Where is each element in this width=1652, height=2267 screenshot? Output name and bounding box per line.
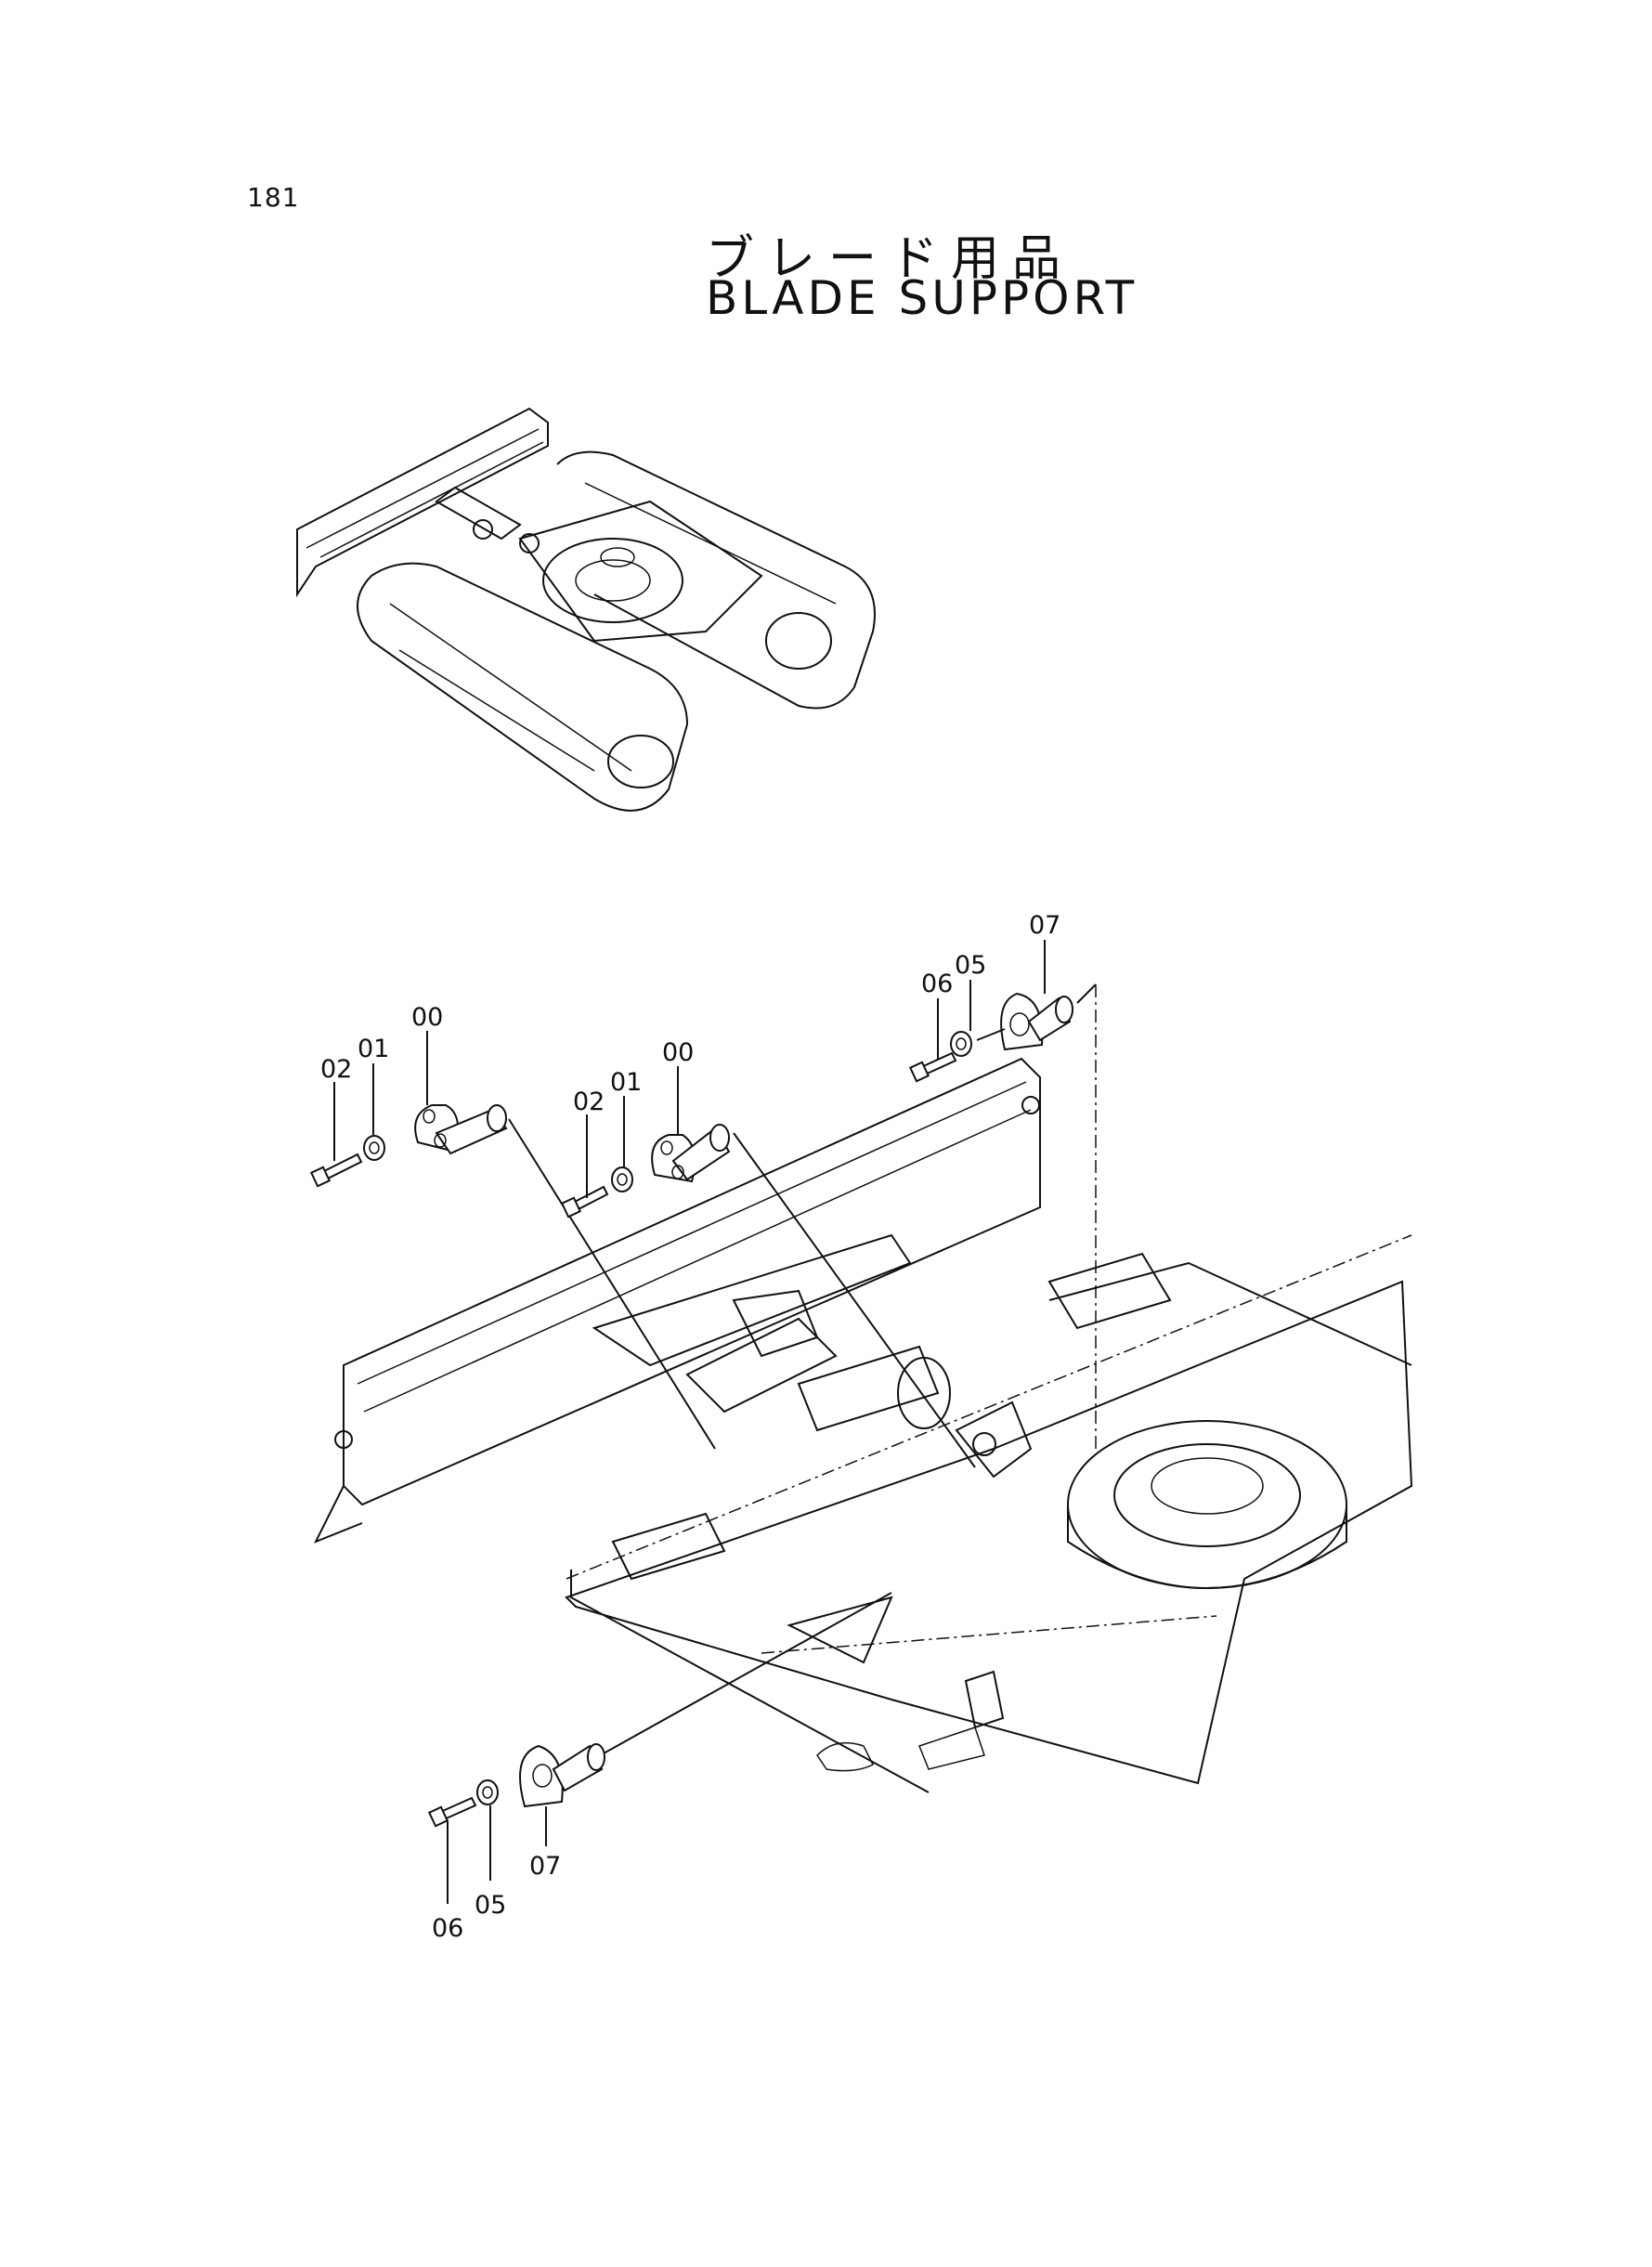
callout-00-middle: 00 bbox=[662, 1038, 694, 1067]
bolt-02-middle bbox=[560, 1185, 609, 1218]
title-japanese: ブレード用品 bbox=[706, 231, 1074, 287]
bolt-02-left bbox=[309, 1153, 363, 1188]
callout-02-middle: 02 bbox=[573, 1088, 605, 1116]
part-group-left: 02 01 00 bbox=[309, 1003, 716, 1450]
callout-06-top: 06 bbox=[921, 970, 953, 998]
overview-undercarriage-drawing bbox=[296, 407, 876, 812]
pin-07-top bbox=[1000, 992, 1073, 1051]
callout-00-left: 00 bbox=[411, 1003, 443, 1032]
callout-07-bottom: 07 bbox=[529, 1852, 561, 1881]
callout-01-left: 01 bbox=[358, 1035, 389, 1063]
washer-05-bottom bbox=[476, 1779, 499, 1805]
blade-assembly-drawing bbox=[313, 1057, 1413, 1793]
part-group-middle: 02 01 00 bbox=[560, 1038, 976, 1468]
callout-01-middle: 01 bbox=[610, 1068, 642, 1097]
washer-01-middle bbox=[611, 1166, 633, 1192]
part-group-top-right: 06 05 07 bbox=[908, 911, 1097, 1449]
pin-00-middle bbox=[651, 1124, 731, 1183]
bolt-06-top bbox=[908, 1051, 957, 1083]
washer-01-left bbox=[363, 1135, 385, 1161]
page-number: 181 bbox=[247, 182, 300, 213]
callout-05-top: 05 bbox=[955, 951, 986, 980]
part-group-bottom: 06 05 07 bbox=[427, 1592, 892, 1943]
pin-07-bottom bbox=[519, 1743, 605, 1808]
bolt-06-bottom bbox=[427, 1796, 477, 1828]
washer-05-top bbox=[950, 1031, 972, 1057]
pin-00-left bbox=[414, 1104, 508, 1155]
callout-05-bottom: 05 bbox=[475, 1891, 506, 1920]
callout-06-bottom: 06 bbox=[432, 1914, 463, 1943]
callout-02-left: 02 bbox=[320, 1055, 352, 1084]
title-english: BLADE SUPPORT bbox=[706, 271, 1138, 325]
callout-07-top: 07 bbox=[1029, 911, 1060, 940]
